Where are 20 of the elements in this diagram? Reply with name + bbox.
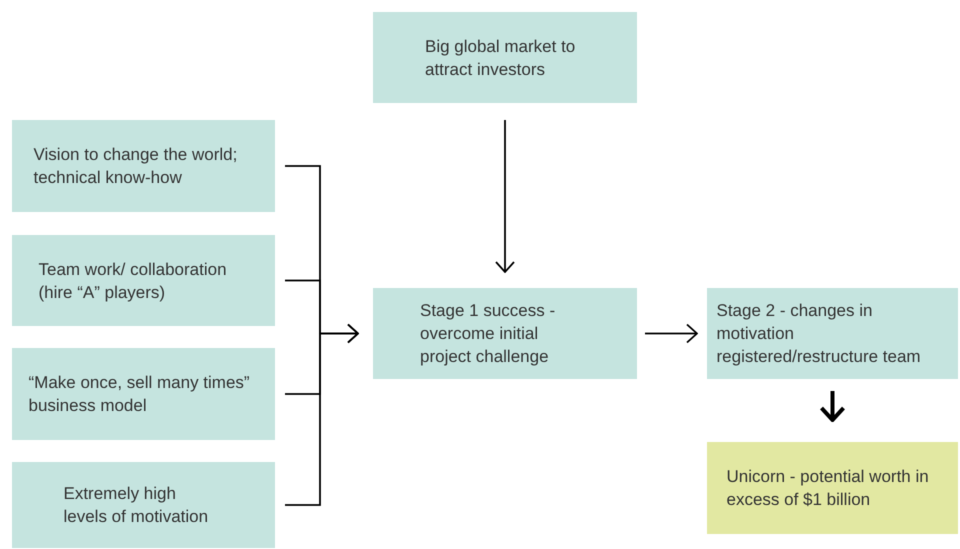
process-box [373,288,637,379]
process-box [707,442,958,534]
arrow [820,391,846,422]
box-text: Unicorn - potential worth in excess of $1 billion [726,466,930,511]
box-text: Extremely high levels of motivation [64,483,210,528]
box-text: “Make once, sell many times” business model [28,372,251,417]
process-box [12,462,275,548]
process-box [12,120,275,212]
process-box [707,288,958,379]
arrow [285,324,359,506]
box-text: Big global market to attract investors [425,36,576,80]
box-text: Stage 2 - changes in motivation registered/restructure team [716,300,922,368]
arrow [645,324,698,344]
process-box [373,12,637,103]
box-text: Vision to change the world; technical know-how [34,144,238,189]
box-text: Stage 1 success - overcome initial project challenge [420,300,556,368]
process-box [12,235,275,326]
process-box [12,348,275,440]
box-text: Team work/ collaboration (hire “A” players) [38,258,228,304]
arrow [495,120,515,273]
